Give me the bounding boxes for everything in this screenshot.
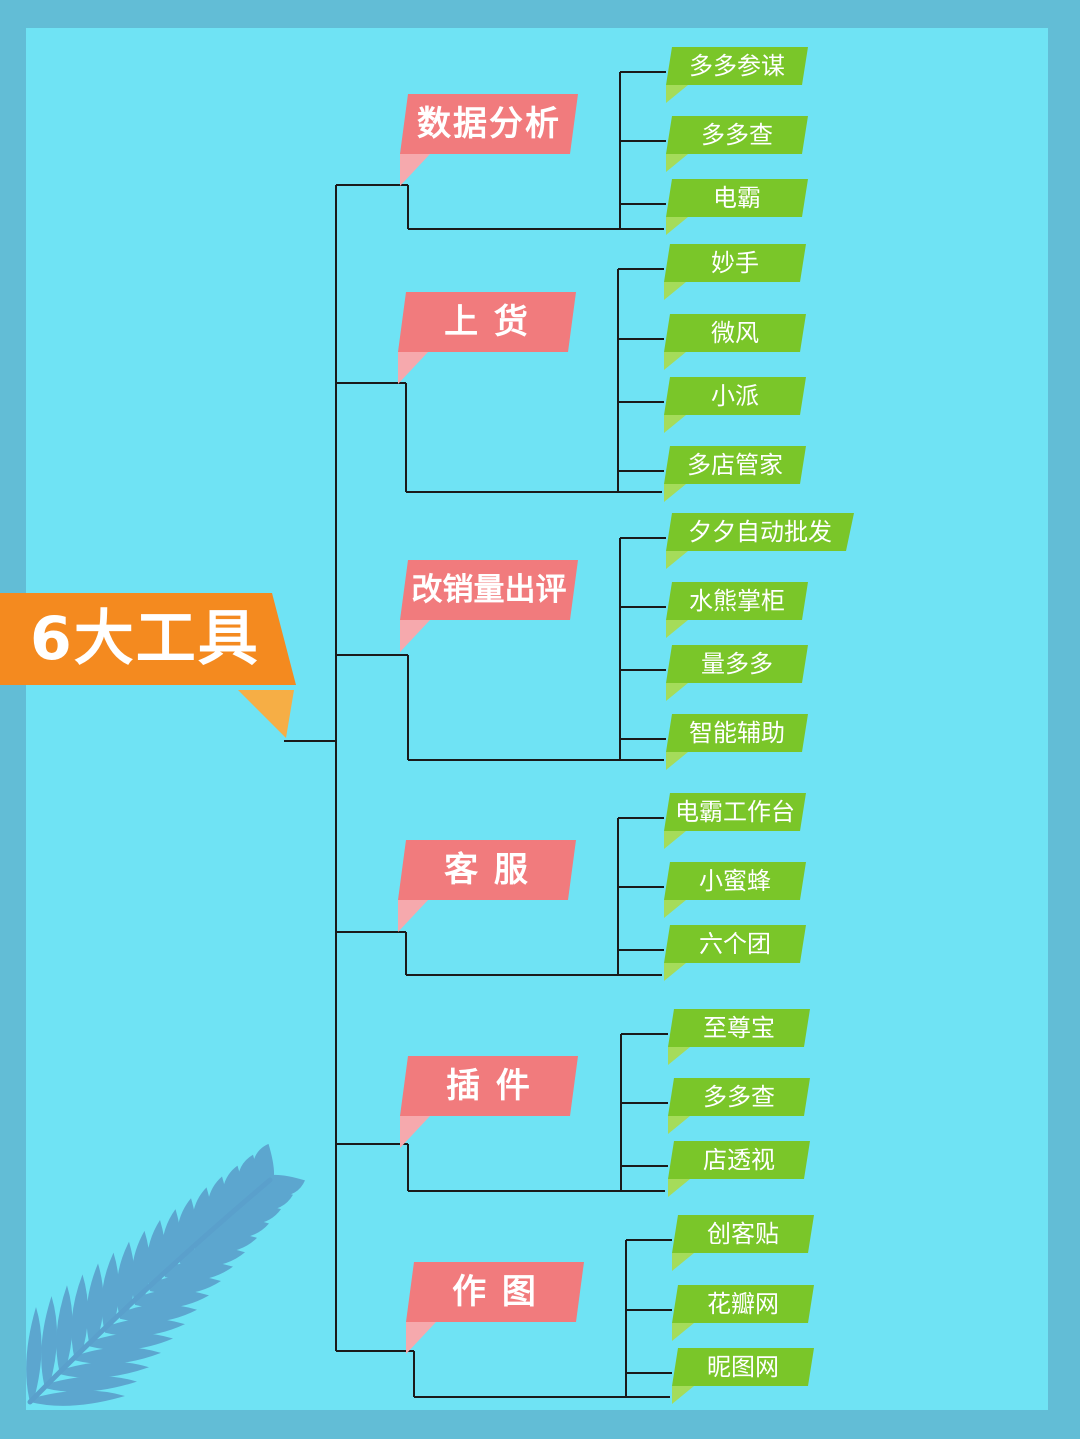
tool-label: 至尊宝 [703,1014,775,1042]
palm-leaflet [90,1332,173,1351]
category-label: 数据分析 [417,104,561,144]
tool-label: 花瓣网 [707,1290,779,1318]
palm-leaflet [176,1198,197,1264]
tool-label: 电霸 [713,184,761,212]
category-label: 改销量出评 [411,572,567,608]
tool-node: 昵图网 [672,1348,814,1386]
tool-label: 多多查 [703,1083,775,1111]
tool-node: 多多查 [666,116,808,154]
tool-label: 昵图网 [707,1353,779,1381]
palm-leaflet [26,1307,42,1402]
tool-node: 智能辅助 [666,714,808,752]
category-node: 插 件 [400,1056,578,1116]
tool-node: 多店管家 [664,446,806,484]
tool-label: 店透视 [703,1146,775,1174]
category-node: 作 图 [406,1262,584,1322]
category-node: 上 货 [398,292,576,352]
category-node: 客 服 [398,840,576,900]
palm-leaflet [56,1285,73,1375]
tool-node: 小蜜蜂 [664,862,806,900]
tool-node: 水熊掌柜 [666,582,808,620]
palm-leaflet [86,1263,104,1347]
palm-leaflet [120,1304,197,1323]
palm-leaflet [116,1241,135,1319]
palm-leaflet [135,1289,209,1309]
title-ribbon: 6大工具 [0,593,296,685]
palm-leaflet [165,1261,233,1281]
tool-label: 小蜜蜂 [699,867,771,895]
tool-label: 夕夕自动批发 [688,518,832,546]
palm-leaflet [71,1274,89,1361]
category-node: 数据分析 [400,94,578,154]
tool-node: 小派 [664,377,806,415]
tool-node: 至尊宝 [668,1009,810,1047]
tool-label: 电霸工作台 [675,798,795,826]
palm-leaflet [161,1209,182,1278]
tool-node: 电霸 [666,179,808,217]
palm-leaflet [101,1252,120,1333]
palm-leaflet [146,1220,166,1291]
tool-node: 量多多 [666,645,808,683]
tool-node: 多多查 [668,1078,810,1116]
tool-label: 六个团 [699,930,771,958]
tool-label: 量多多 [701,650,773,678]
diagram-canvas [26,28,1048,1410]
tool-label: 水熊掌柜 [689,587,785,615]
palm-leaflet [255,1174,305,1197]
tool-label: 智能辅助 [689,719,785,747]
category-node: 改销量出评 [400,560,578,620]
palm-leaflet [191,1187,213,1250]
palm-leaflet [30,1390,125,1406]
tool-label: 多多参谋 [689,52,785,80]
tool-label: 小派 [711,382,759,410]
tool-node: 多多参谋 [666,47,808,85]
tool-label: 多多查 [701,121,773,149]
tool-node: 创客贴 [672,1215,814,1253]
tool-node: 店透视 [668,1141,810,1179]
tool-node: 微风 [664,314,806,352]
palm-leaflet [131,1230,151,1305]
palm-leaflet [60,1361,149,1378]
tool-node: 花瓣网 [672,1285,814,1323]
palm-leaflet [41,1296,58,1389]
palm-leaf-icon [26,1143,305,1406]
palm-leaflet [105,1318,185,1337]
palm-leaflet [45,1376,137,1392]
category-label: 作 图 [452,1272,538,1312]
category-label: 上 货 [444,302,530,342]
tool-label: 妙手 [711,249,759,277]
palm-leaflet [75,1347,161,1365]
diagram-title: 6大工具 [30,604,260,674]
tool-label: 微风 [711,319,759,347]
palm-leaflet [150,1275,221,1295]
tool-label: 创客贴 [707,1220,779,1248]
tool-node: 六个团 [664,925,806,963]
tool-node: 妙手 [664,244,806,282]
tool-node: 夕夕自动批发 [666,513,854,551]
tool-node: 电霸工作台 [664,793,806,831]
category-label: 插 件 [446,1066,532,1106]
tool-label: 多店管家 [687,451,783,479]
category-label: 客 服 [444,850,530,890]
